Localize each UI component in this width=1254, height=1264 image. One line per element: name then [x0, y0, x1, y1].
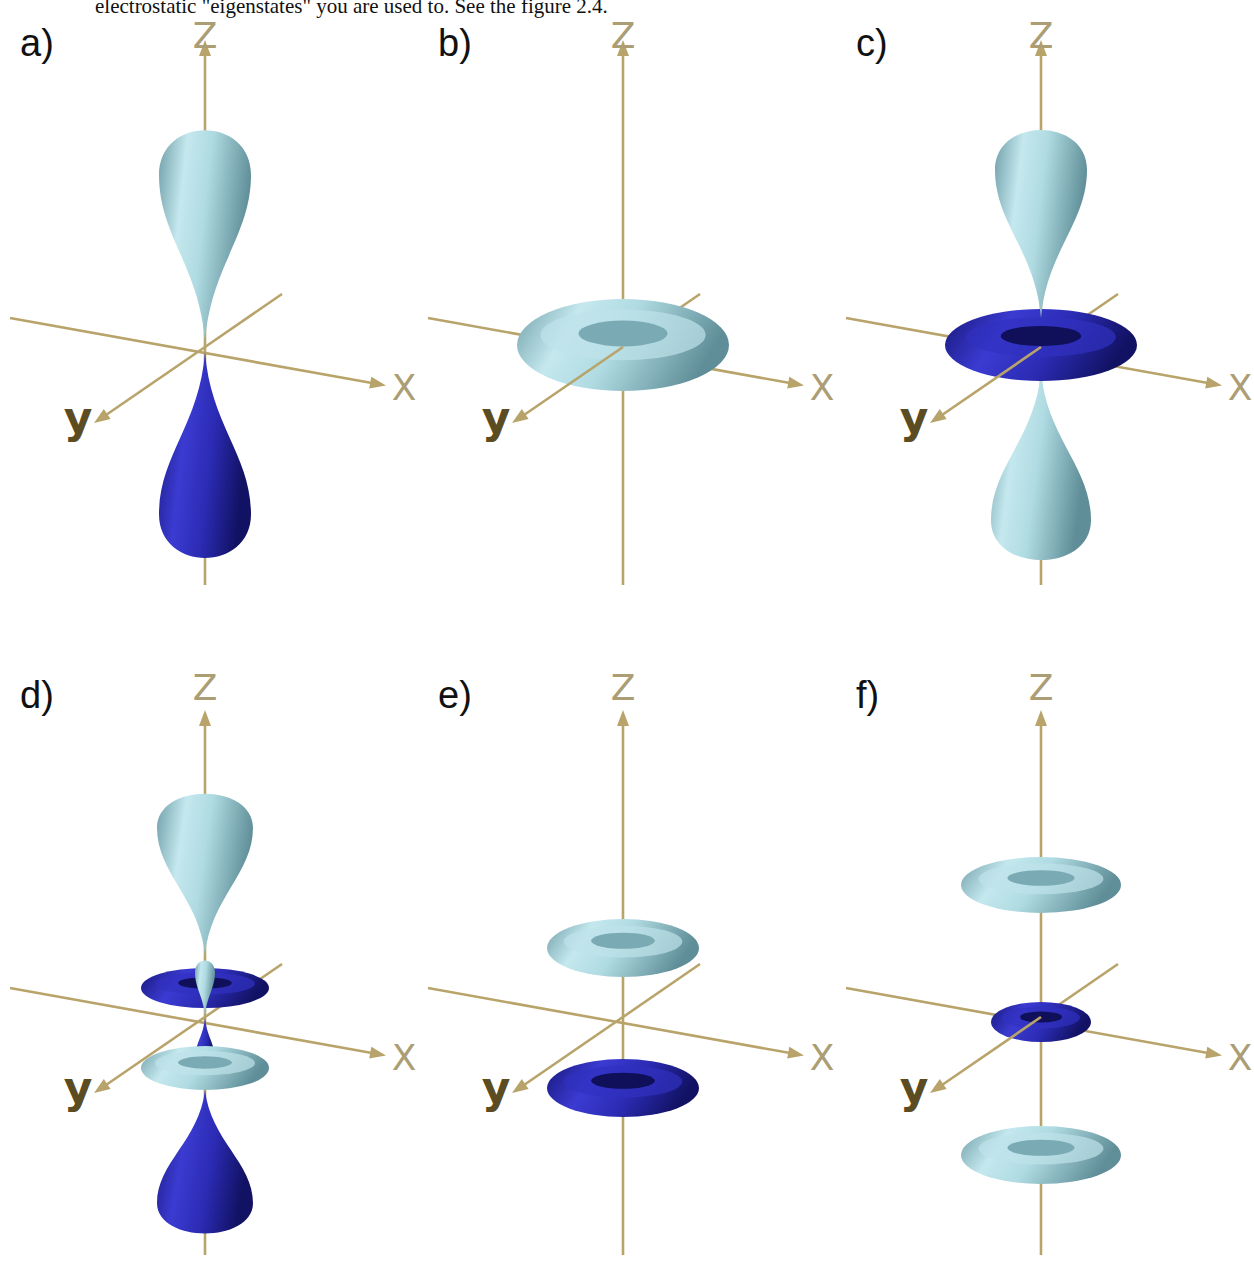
torus-top: [564, 926, 683, 958]
z-axis: [622, 720, 625, 1255]
axis-label: Z: [193, 670, 218, 706]
text-fragment: electrostatic "eigenstates" you are used…: [95, 0, 608, 17]
torus-hole: [1007, 870, 1074, 886]
orbital-lobe: [995, 130, 1087, 318]
torus-hole: [578, 321, 667, 347]
x-arrow: [787, 377, 804, 389]
axis-label: X: [392, 1040, 417, 1076]
panel-letter: e): [438, 676, 472, 714]
x-arrow: [1205, 377, 1222, 389]
panel-letter: c): [856, 24, 888, 62]
axis-label: Z: [611, 18, 636, 54]
orbital-torus: [961, 857, 1121, 913]
orbital-lobe: [157, 794, 253, 955]
axis-label: y: [900, 396, 929, 440]
torus-top: [979, 863, 1104, 894]
x-arrow: [787, 1047, 804, 1059]
axis-label: X: [810, 370, 835, 406]
axis-label: X: [1228, 370, 1253, 406]
x-axis: [846, 988, 1208, 1053]
x-axis: [10, 318, 372, 383]
orbital-torus: [141, 1046, 269, 1090]
torus-hole: [591, 1073, 655, 1089]
x-arrow: [369, 1047, 386, 1059]
orbital-torus: [961, 1126, 1121, 1184]
orbital-torus: [547, 1059, 699, 1117]
axis-label: Z: [193, 18, 218, 54]
y-axis: [106, 1017, 205, 1085]
panel-letter: a): [20, 24, 54, 62]
x-arrow: [1205, 1047, 1222, 1059]
torus-top: [540, 310, 705, 361]
z-arrow: [617, 710, 629, 726]
y-arrow: [94, 409, 111, 423]
x-arrow: [369, 377, 386, 389]
axis-label: Z: [1029, 670, 1054, 706]
axis-label: Z: [611, 670, 636, 706]
axis-label: y: [900, 1066, 929, 1110]
axis-label: X: [392, 370, 417, 406]
panel-letter: b): [438, 24, 472, 62]
axis-label: y: [64, 1066, 93, 1110]
orbital-lobe: [159, 352, 251, 558]
axis-label: y: [482, 396, 511, 440]
panel-letter: d): [20, 676, 54, 714]
x-axis: [428, 988, 790, 1053]
axis-label: X: [1228, 1040, 1253, 1076]
axis-label: y: [482, 1066, 511, 1110]
torus-hole: [1007, 1140, 1074, 1156]
y-axis: [106, 347, 205, 415]
panel-letter: f): [856, 676, 879, 714]
y-arrow: [512, 409, 529, 423]
orbital-torus: [945, 309, 1137, 381]
y-axis: [942, 347, 1041, 415]
axis-label: X: [810, 1040, 835, 1076]
orbital-torus: [547, 919, 699, 977]
torus-top: [966, 317, 1116, 357]
torus-top: [564, 1066, 683, 1098]
torus-hole: [591, 933, 655, 949]
torus-top: [155, 1051, 255, 1075]
y-axis: [524, 1017, 623, 1085]
orbital-lobe: [991, 372, 1091, 560]
orbital-lobe: [157, 1090, 253, 1234]
torus-top: [979, 1133, 1104, 1165]
y-axis-back: [205, 294, 282, 347]
torus-hole: [1001, 326, 1082, 346]
y-arrow: [930, 409, 947, 423]
y-arrow: [930, 1079, 947, 1093]
z-arrow: [1035, 710, 1047, 726]
axis-label: y: [64, 396, 93, 440]
y-arrow: [512, 1079, 529, 1093]
y-axis: [942, 1017, 1041, 1085]
orbital-torus: [517, 299, 729, 391]
orbital-lobe: [159, 130, 251, 342]
orbital-lobe: [195, 961, 215, 1017]
orbital-torus: [991, 1002, 1091, 1042]
y-arrow: [94, 1079, 111, 1093]
axis-label: Z: [1029, 18, 1054, 54]
z-arrow: [199, 710, 211, 726]
y-axis: [524, 347, 623, 415]
torus-hole: [178, 1056, 232, 1068]
